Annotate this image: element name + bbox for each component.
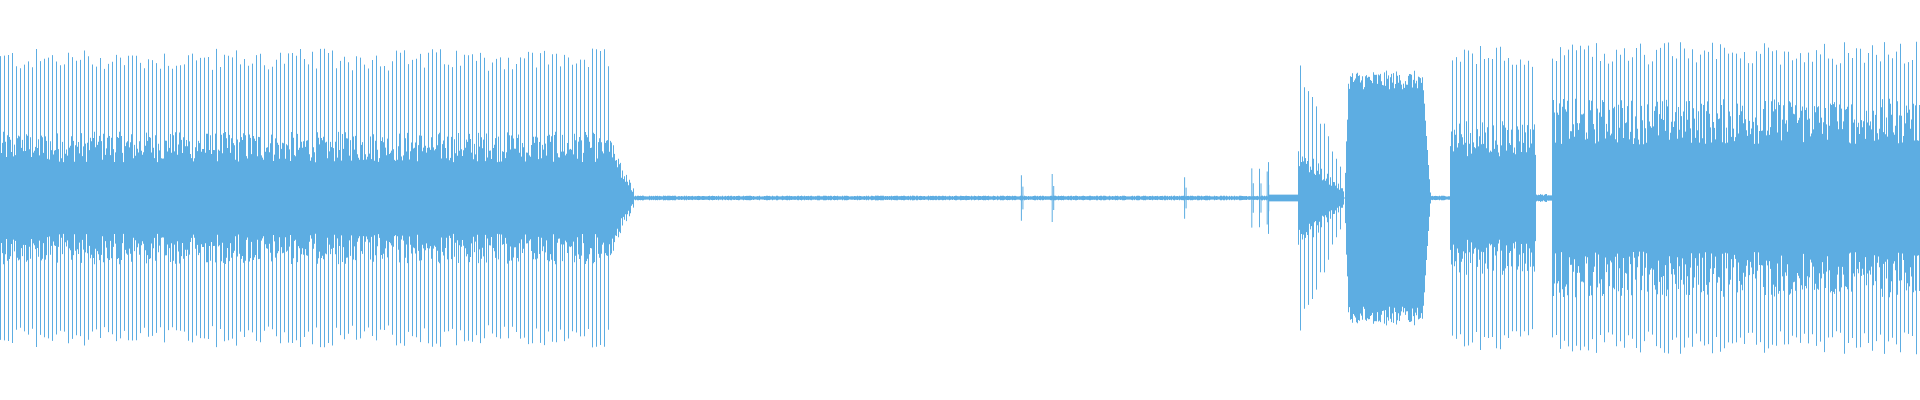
waveform-graphic — [0, 41, 1920, 355]
audio-waveform — [0, 41, 1920, 355]
